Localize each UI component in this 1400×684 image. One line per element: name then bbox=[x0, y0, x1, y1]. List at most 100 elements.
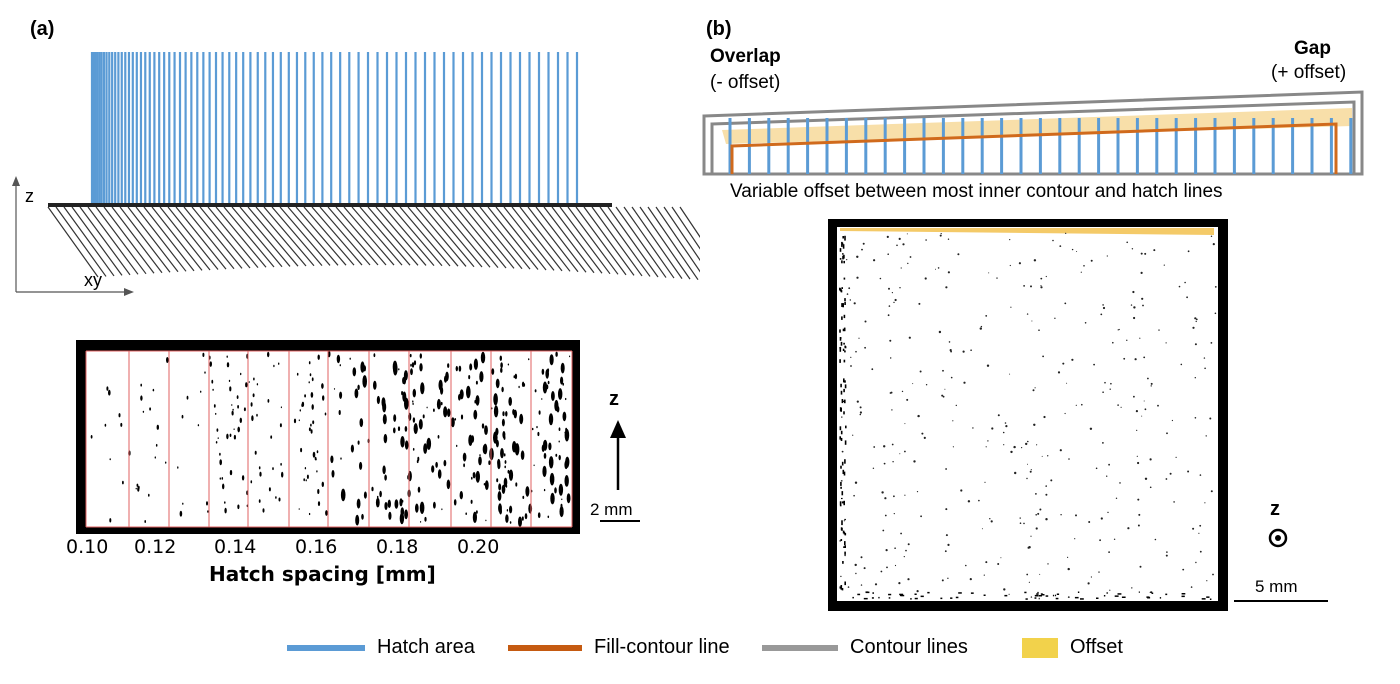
pore bbox=[840, 438, 843, 441]
pore bbox=[1042, 355, 1044, 358]
pore bbox=[437, 469, 442, 479]
pore bbox=[423, 443, 428, 454]
pore bbox=[844, 399, 846, 404]
pore bbox=[914, 593, 917, 595]
pore bbox=[1102, 391, 1104, 393]
pore bbox=[524, 513, 528, 520]
pore bbox=[420, 382, 425, 395]
pore bbox=[186, 395, 189, 400]
pore bbox=[207, 510, 209, 513]
pore bbox=[843, 520, 845, 522]
pore bbox=[842, 253, 844, 255]
legend-label: Hatch area bbox=[377, 636, 475, 658]
pore bbox=[1010, 306, 1012, 308]
pore bbox=[843, 254, 845, 259]
substrate-hatch-line bbox=[375, 206, 427, 266]
pore bbox=[1112, 341, 1114, 344]
pore bbox=[564, 431, 566, 434]
pore bbox=[551, 391, 555, 401]
pore bbox=[1019, 522, 1022, 524]
pore bbox=[357, 440, 360, 445]
pore bbox=[913, 460, 916, 463]
pore bbox=[967, 500, 971, 503]
pore bbox=[324, 412, 327, 416]
pore bbox=[908, 336, 911, 339]
pore bbox=[1138, 591, 1140, 593]
pore bbox=[1144, 408, 1147, 411]
substrate-hatch-line bbox=[319, 206, 371, 266]
pore bbox=[400, 507, 405, 517]
pore bbox=[841, 416, 843, 418]
pore bbox=[843, 359, 846, 363]
pore bbox=[561, 498, 563, 501]
pore bbox=[873, 446, 876, 448]
pore bbox=[417, 486, 421, 493]
substrate-hatch-line bbox=[303, 206, 355, 266]
pore bbox=[1040, 277, 1043, 280]
pore bbox=[497, 461, 501, 470]
substrate-hatch-line bbox=[207, 206, 259, 268]
pore bbox=[308, 361, 311, 365]
pore bbox=[1131, 587, 1133, 589]
pore bbox=[935, 268, 936, 270]
pore bbox=[1008, 593, 1010, 595]
pore bbox=[898, 237, 901, 240]
pore bbox=[1102, 442, 1104, 444]
pore bbox=[945, 534, 948, 537]
pore bbox=[256, 383, 259, 386]
pore bbox=[312, 451, 316, 458]
pore bbox=[1023, 285, 1025, 287]
pore bbox=[1136, 455, 1138, 457]
pore bbox=[900, 267, 902, 269]
legend-label: Fill-contour line bbox=[594, 636, 730, 658]
pore bbox=[402, 376, 407, 385]
pore bbox=[262, 508, 265, 513]
pore bbox=[355, 514, 360, 526]
pore bbox=[481, 423, 485, 429]
pore bbox=[841, 450, 844, 453]
pore bbox=[947, 271, 950, 274]
pore bbox=[417, 456, 420, 462]
pore bbox=[504, 465, 507, 469]
pore bbox=[1115, 497, 1118, 499]
pore bbox=[856, 255, 859, 258]
pore bbox=[843, 500, 845, 506]
pore bbox=[443, 459, 447, 467]
pore bbox=[859, 406, 862, 409]
pore bbox=[1150, 382, 1153, 385]
pore bbox=[547, 515, 550, 519]
pore bbox=[1195, 320, 1197, 323]
pore bbox=[887, 253, 889, 255]
pore bbox=[564, 460, 568, 470]
pore bbox=[503, 453, 506, 457]
pore bbox=[1009, 264, 1011, 267]
pore bbox=[843, 378, 845, 383]
pore bbox=[1039, 508, 1042, 511]
pore bbox=[854, 481, 858, 484]
pore bbox=[1004, 422, 1007, 424]
substrate-hatch-line bbox=[103, 206, 155, 274]
pore bbox=[1123, 357, 1126, 360]
pore bbox=[560, 503, 563, 508]
pore bbox=[840, 383, 842, 388]
pore bbox=[1090, 259, 1093, 262]
pore bbox=[243, 407, 246, 412]
offset-band bbox=[722, 108, 1352, 144]
pore bbox=[882, 529, 885, 532]
pore bbox=[229, 433, 232, 437]
pore bbox=[839, 504, 842, 507]
pore bbox=[898, 582, 901, 585]
pore bbox=[505, 484, 508, 488]
substrate-hatch-line bbox=[487, 206, 539, 270]
substrate-hatch-line bbox=[383, 206, 435, 266]
substrate-hatch-line bbox=[127, 206, 179, 273]
build-direction-arrow-a bbox=[600, 420, 640, 522]
pore bbox=[1150, 385, 1152, 387]
pore bbox=[507, 363, 510, 366]
pore bbox=[513, 409, 517, 419]
pore bbox=[855, 572, 857, 575]
tick-label-1: 0.10 bbox=[66, 536, 109, 558]
pore bbox=[1059, 245, 1062, 247]
substrate-hatch-line bbox=[671, 206, 700, 250]
pore bbox=[109, 458, 111, 461]
